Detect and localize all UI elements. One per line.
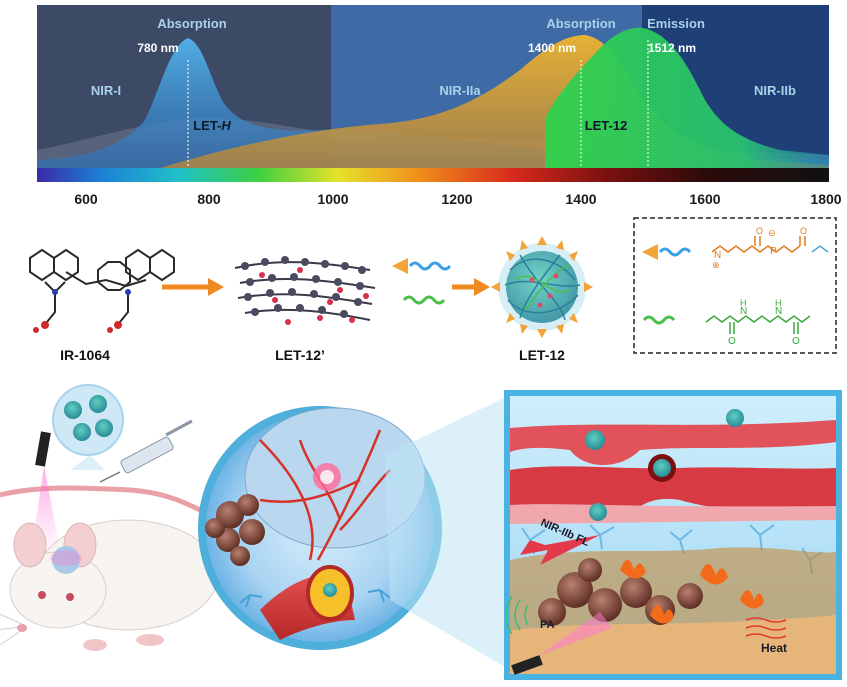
let-h-absorption-curve xyxy=(37,38,829,168)
tumor-cluster xyxy=(205,494,265,566)
chem-n-1: N xyxy=(740,306,747,317)
arrow-let12p-to-let12 xyxy=(452,278,490,296)
band-absorption-right: Absorption xyxy=(546,16,615,31)
chem-h-2: H xyxy=(775,298,782,308)
arrow-ir1064-to-let12p xyxy=(162,278,224,296)
laser-bottom xyxy=(511,612,612,675)
reagent-crosslinker xyxy=(402,295,446,305)
chemistry-legend-box: N ⊕ P ⊖ O O H N H N O O xyxy=(633,217,837,354)
tumor-detail-panel: NIR-IIb FL PA Heat xyxy=(504,390,842,680)
synthesis-row: IR-1064 LET-12’ xyxy=(29,217,837,363)
tick-label: 1000 xyxy=(317,191,348,207)
region-label-nir2a: NIR-IIa xyxy=(439,83,481,98)
chem-o-4: O xyxy=(792,336,800,347)
brain-circle xyxy=(198,406,442,650)
laser-spot xyxy=(50,550,82,566)
chem-n-plus: N xyxy=(714,250,721,261)
spectrum-panel: Absorption Absorption Emission 780 nm 14… xyxy=(37,5,842,207)
label-ir1064: IR-1064 xyxy=(60,347,110,363)
nanoparticle-bubble xyxy=(52,384,124,470)
tick-label: 800 xyxy=(197,191,221,207)
chem-o-2: O xyxy=(800,226,807,236)
peak-label-1512: 1512 nm xyxy=(648,41,696,55)
label-pa: PA xyxy=(540,619,555,631)
chem-charge-minus: ⊖ xyxy=(768,228,776,238)
label-let12: LET-12 xyxy=(519,347,565,363)
mouse xyxy=(0,519,219,651)
axis-ticks: 600 800 1000 1200 1400 1600 1800 xyxy=(74,191,841,207)
chem-charge-plus: ⊕ xyxy=(712,260,720,270)
let12-nanoparticle xyxy=(491,236,593,338)
label-heat: Heat xyxy=(761,641,787,655)
band-emission: Emission xyxy=(647,16,705,31)
tick-label: 1200 xyxy=(441,191,472,207)
let-12-emission-curve xyxy=(545,27,829,168)
region-label-nir2b: NIR-IIb xyxy=(754,83,796,98)
mouse-tail xyxy=(0,485,202,513)
ir1064-molecule xyxy=(29,248,175,333)
tick-label: 1400 xyxy=(565,191,596,207)
let12p-aggregate xyxy=(234,256,376,325)
chem-o-1: O xyxy=(756,226,763,236)
tick-label: 1600 xyxy=(689,191,720,207)
band-absorption-left: Absorption xyxy=(157,16,226,31)
zoom-wedge xyxy=(385,395,510,670)
peak-label-1400: 1400 nm xyxy=(528,41,576,55)
chem-p: P xyxy=(770,246,777,257)
chem-n-2: N xyxy=(775,306,782,317)
fl-arrow xyxy=(520,535,600,565)
blood-vessel-cross-section xyxy=(260,565,355,640)
tick-label: 1800 xyxy=(810,191,841,207)
heat-flames xyxy=(620,560,764,624)
application-row: NIR-IIb FL PA Heat xyxy=(0,384,842,680)
tick-label: 600 xyxy=(74,191,98,207)
peak-label-780: 780 nm xyxy=(137,41,178,55)
reagent-polymer-zwitterion xyxy=(392,258,452,274)
chem-o-3: O xyxy=(728,336,736,347)
curve-label-let-h: LET-H xyxy=(193,118,231,133)
curve-label-let-12: LET-12 xyxy=(585,118,628,133)
syringe xyxy=(99,419,193,483)
region-label-nir1: NIR-I xyxy=(91,83,121,98)
label-let12p: LET-12’ xyxy=(275,347,325,363)
wavelength-color-bar xyxy=(37,168,829,182)
chem-h-1: H xyxy=(740,298,747,308)
